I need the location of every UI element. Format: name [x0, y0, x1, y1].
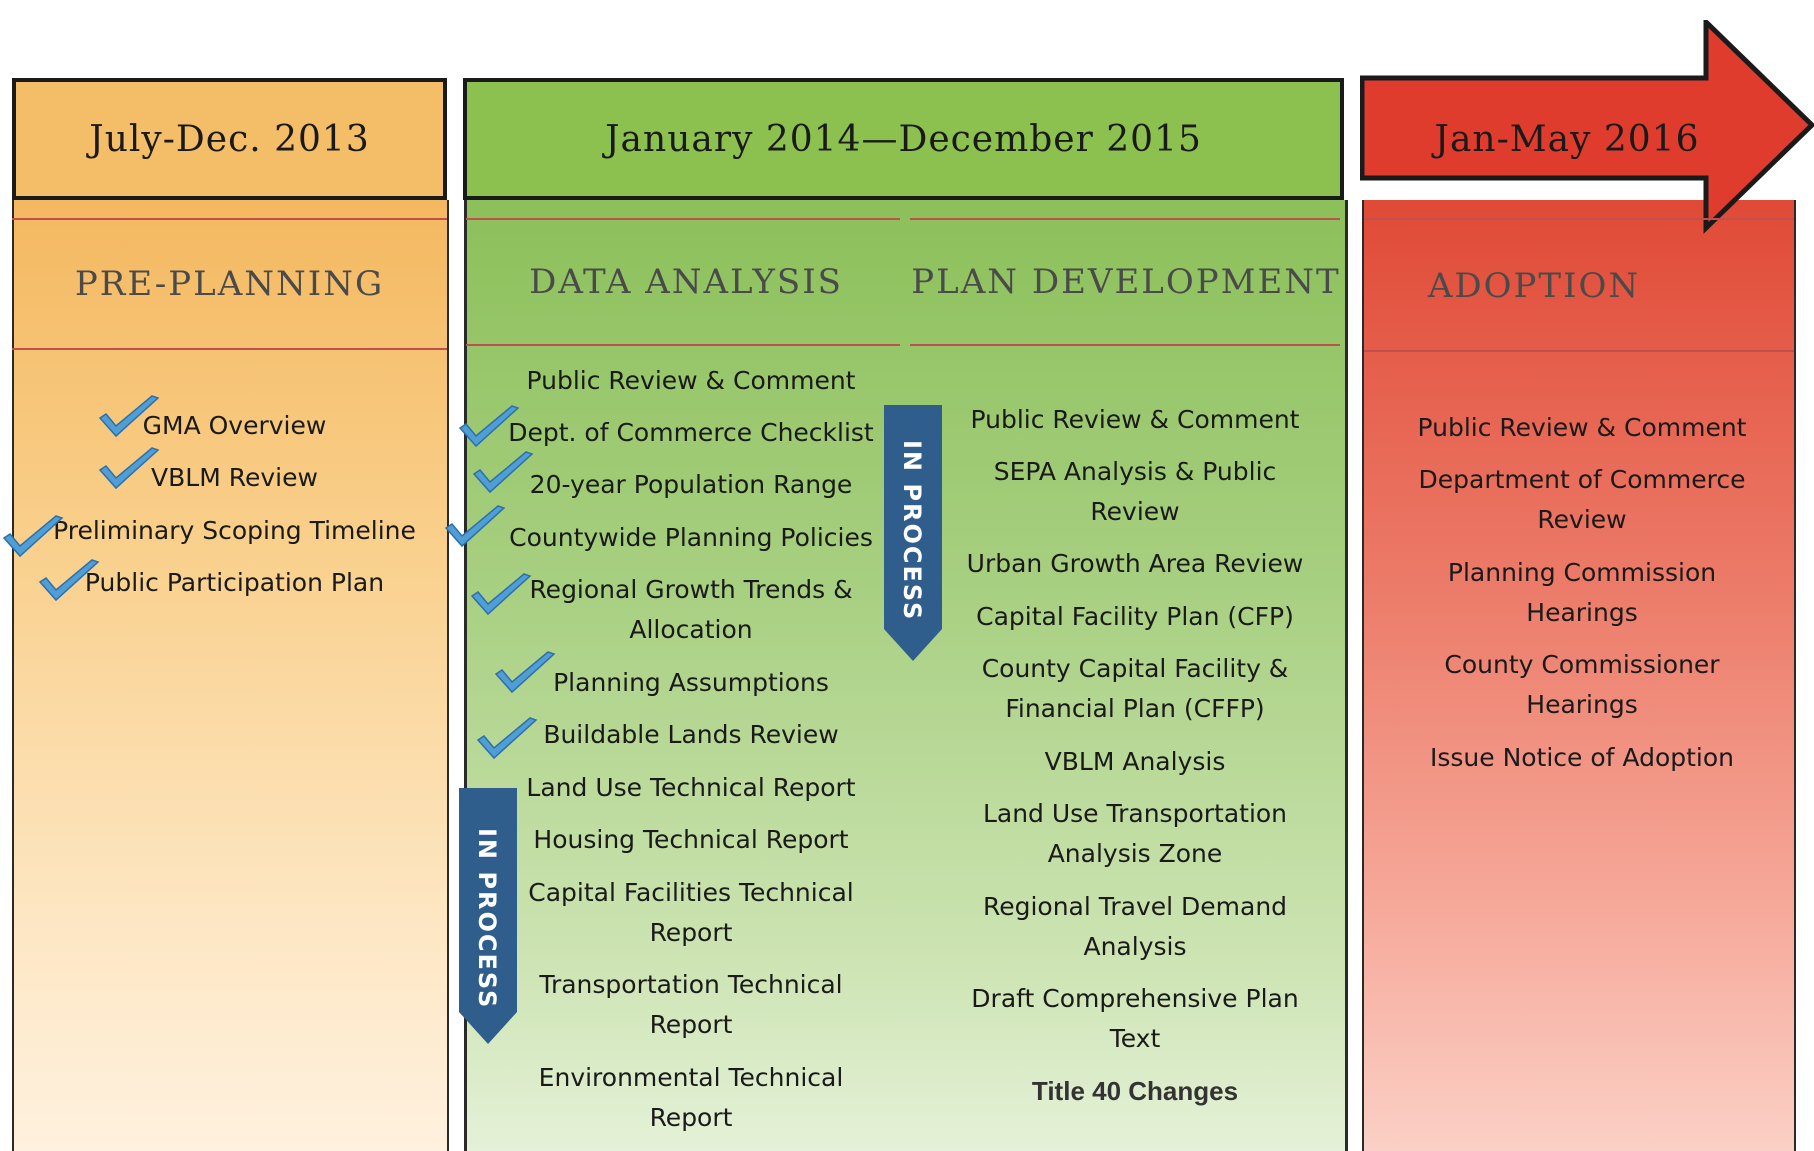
list-item: 20-year Population Range: [529, 470, 853, 499]
in-process-badge: [884, 405, 942, 661]
list-item: Preliminary Scoping Timeline: [53, 516, 416, 545]
list-item: Land Use Technical Report: [526, 773, 856, 802]
in-process-badge: [459, 788, 517, 1044]
list-item: Public Review & Comment: [526, 366, 856, 395]
list-item: Public Participation Plan: [84, 568, 385, 597]
period-header-2013: July-Dec. 2013: [12, 78, 447, 200]
list-item: Regional Travel Demand: [982, 892, 1288, 921]
divider: [910, 218, 1340, 220]
checkmark-icon: [38, 559, 100, 602]
list-item: Analysis Zone: [1047, 839, 1223, 868]
list-item: Capital Facility Plan (CFP): [976, 602, 1294, 631]
list-item: Buildable Lands Review: [543, 720, 839, 749]
list-item: Report: [649, 1010, 733, 1039]
phase-title-plan-development: PLAN DEVELOPMENT: [911, 262, 1341, 302]
list-item: GMA Overview: [142, 411, 327, 440]
list-item: Analysis: [1083, 932, 1187, 961]
divider: [1364, 218, 1794, 220]
list-item: Report: [649, 918, 733, 947]
preplanning-column: [12, 200, 449, 1151]
checkmark-icon: [98, 395, 160, 438]
list-item: Review: [1090, 497, 1180, 526]
list-item: Dept. of Commerce Checklist: [508, 418, 874, 447]
period-label: July-Dec. 2013: [89, 118, 370, 160]
checkmark-icon: [472, 451, 534, 494]
list-item: Capital Facilities Technical: [528, 878, 854, 907]
list-item: Financial Plan (CFFP): [1005, 694, 1265, 723]
checkmark-icon: [98, 447, 160, 490]
list-item: Land Use Transportation: [982, 799, 1288, 828]
list-item: Public Review & Comment: [970, 405, 1300, 434]
checkmark-icon: [476, 717, 538, 760]
divider: [466, 344, 900, 346]
in-process-label: IN PROCESS: [473, 828, 501, 1010]
adoption-column: [1362, 200, 1796, 1151]
period-label: January 2014—December 2015: [605, 118, 1202, 160]
list-item: Department of Commerce: [1418, 465, 1746, 494]
list-item: Hearings: [1526, 598, 1638, 627]
divider: [12, 218, 447, 220]
checkmark-icon: [470, 573, 532, 616]
divider: [1364, 350, 1794, 352]
list-item: Review: [1537, 505, 1627, 534]
list-item: Housing Technical Report: [533, 825, 849, 854]
list-item: County Commissioner: [1444, 650, 1720, 679]
divider: [466, 218, 900, 220]
list-item: Allocation: [629, 615, 753, 644]
period-header-2014-2015: January 2014—December 2015: [463, 78, 1344, 200]
list-item: SEPA Analysis & Public: [993, 457, 1277, 486]
checkmark-icon: [444, 505, 506, 548]
checkmark-icon: [494, 651, 556, 694]
list-item: Environmental Technical: [538, 1063, 844, 1092]
period-label: Jan-May 2016: [1434, 118, 1700, 160]
list-item: County Capital Facility &: [981, 654, 1289, 683]
phase-title-adoption: ADOPTION: [1427, 266, 1641, 306]
list-item: Title 40 Changes: [1031, 1076, 1239, 1106]
phase-title-data-analysis: DATA ANALYSIS: [529, 262, 843, 302]
list-item: Transportation Technical: [539, 970, 843, 999]
in-process-label: IN PROCESS: [898, 440, 926, 622]
period-header-2016: Jan-May 2016: [1362, 78, 1772, 200]
checkmark-icon: [2, 515, 64, 558]
checkmark-icon: [458, 405, 520, 448]
list-item: VBLM Analysis: [1044, 747, 1226, 776]
list-item: Draft Comprehensive Plan: [971, 984, 1299, 1013]
list-item: Countywide Planning Policies: [509, 523, 873, 552]
analysis-column: [464, 200, 1348, 1151]
divider: [12, 348, 447, 350]
list-item: VBLM Review: [151, 463, 318, 492]
list-item: Report: [649, 1103, 733, 1132]
list-item: Hearings: [1526, 690, 1638, 719]
list-item: Urban Growth Area Review: [966, 549, 1304, 578]
phase-title-preplanning: PRE-PLANNING: [74, 264, 385, 304]
list-item: Planning Assumptions: [553, 668, 829, 697]
list-item: Planning Commission: [1447, 558, 1717, 587]
list-item: Issue Notice of Adoption: [1429, 743, 1735, 772]
divider: [910, 344, 1340, 346]
arrow-right-icon: [1360, 20, 1814, 234]
list-item: Text: [1109, 1024, 1161, 1053]
list-item: Public Review & Comment: [1417, 413, 1747, 442]
list-item: Regional Growth Trends &: [529, 575, 853, 604]
